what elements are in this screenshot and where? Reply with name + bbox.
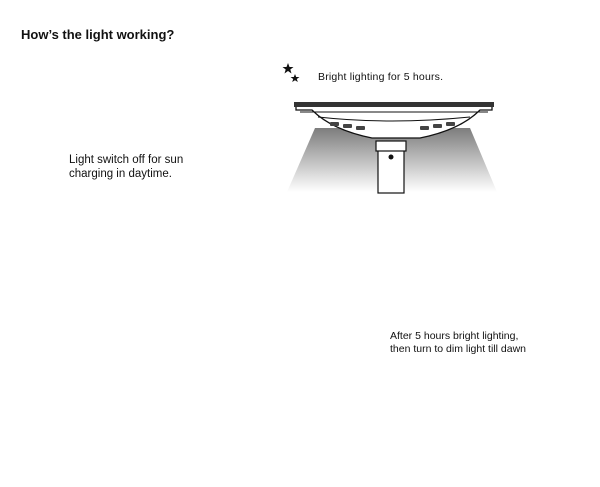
bright-lamp bbox=[264, 61, 497, 194]
day-step-text-line2: charging in daytime. bbox=[69, 168, 172, 180]
lamp-pole bbox=[377, 144, 405, 194]
day-step-text-line1: Light switch off for sun bbox=[69, 154, 184, 166]
bright-step-label: Bright lighting for 5 hours. bbox=[318, 71, 443, 84]
dim-step-text-line2: then turn to dim light till dawn bbox=[390, 343, 526, 355]
day-step-label: Light switch off for sun charging in day… bbox=[69, 153, 183, 181]
page-title: How’s the light working? bbox=[21, 27, 175, 42]
bright-step-text: Bright lighting for 5 hours. bbox=[318, 71, 444, 83]
moon-stars-icon bbox=[264, 61, 300, 90]
dim-step-text-line1: After 5 hours bright lighting, bbox=[390, 330, 519, 342]
dim-step-label: After 5 hours bright lighting, then turn… bbox=[390, 330, 526, 356]
